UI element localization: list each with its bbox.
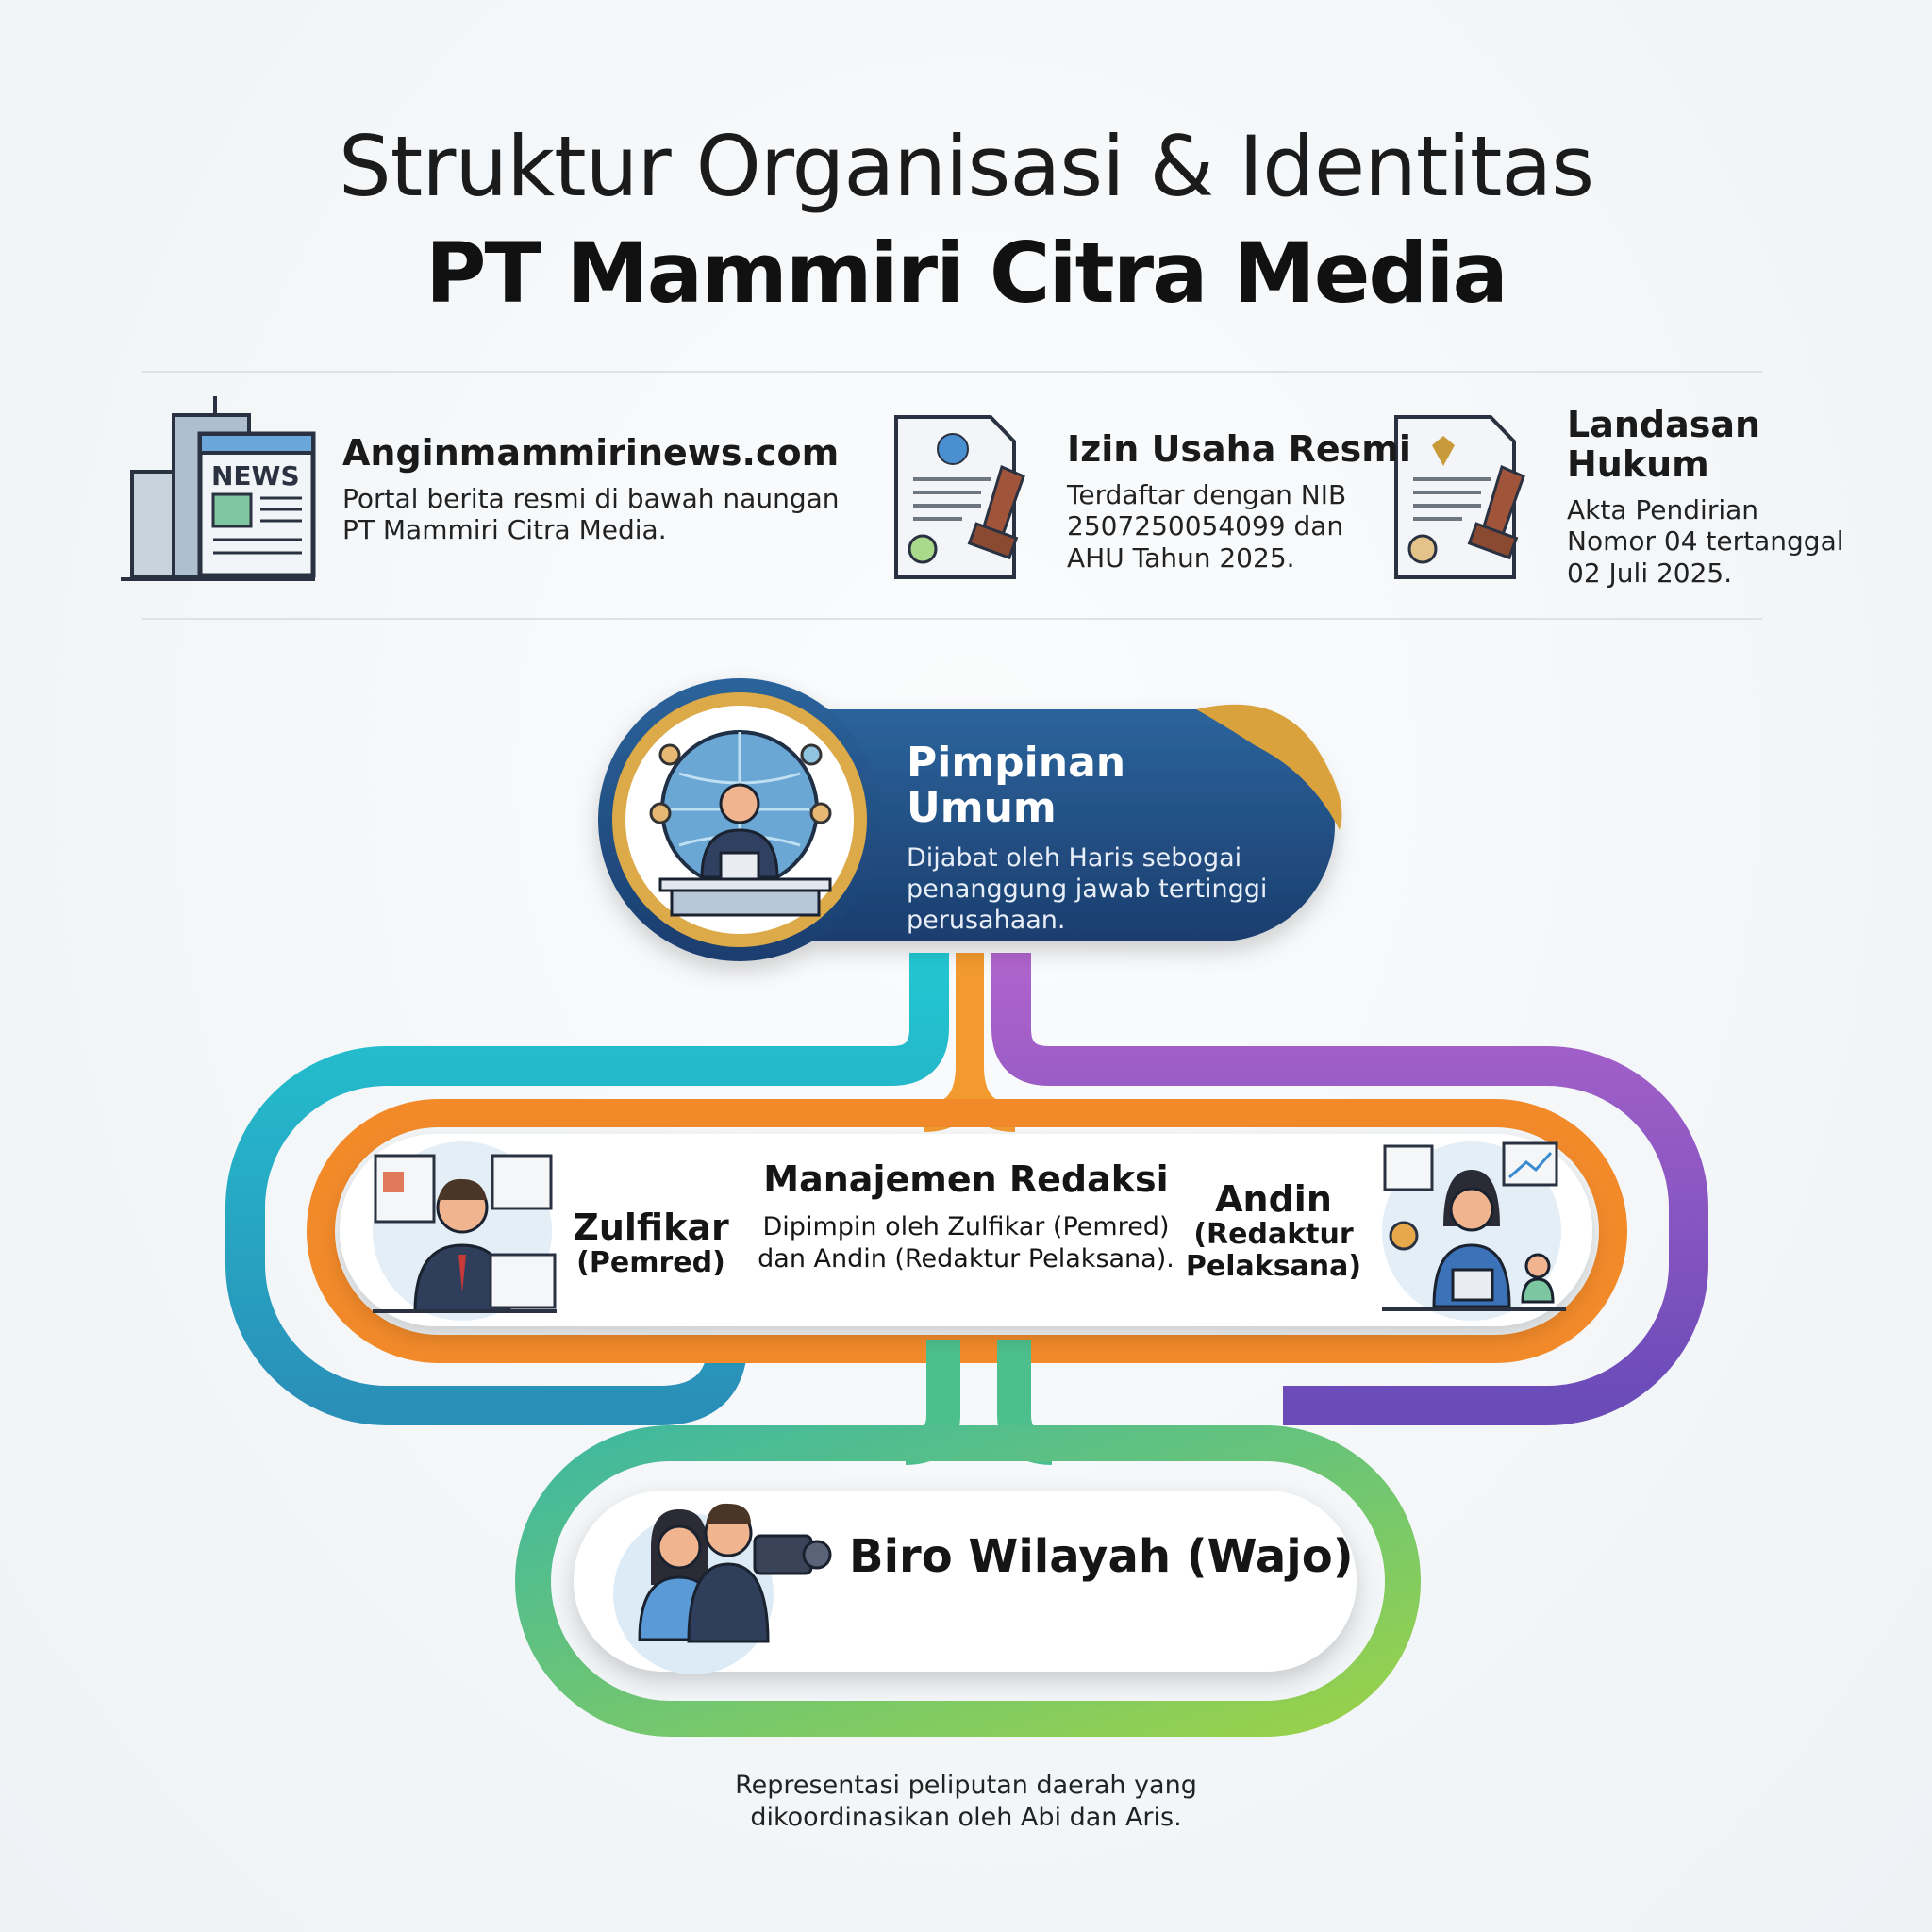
pemred-name: Zulfikar — [573, 1207, 729, 1248]
pimpinan-title: Pimpinan Umum — [907, 741, 1267, 830]
regional-bureau-reporters-icon — [613, 1503, 832, 1674]
connector-green-loop — [515, 1425, 1421, 1737]
identity-legal: Landasan Hukum Akta Pendirian Nomor 04 t… — [1567, 404, 1844, 590]
certificate-stamp-icon — [894, 415, 1025, 579]
redpel-name: Andin — [1215, 1178, 1332, 1220]
pemred-role: (Pemred) — [576, 1245, 725, 1279]
footer-line: dikoordinasikan oleh Abi dan Aris. — [750, 1802, 1182, 1832]
license-title: Izin Usaha Resmi — [1067, 428, 1411, 470]
footer-line: Representasi peliputan daerah yang — [735, 1771, 1197, 1800]
desc-line: 2507250054099 dan — [1067, 510, 1344, 542]
desc-line: Terdaftar dengan NIB — [1067, 478, 1347, 510]
desc-line: Dipimpin oleh Zulfikar (Pemred) — [762, 1212, 1170, 1241]
pimpinan-card: Pimpinan Umum Dijabat oleh Haris sebogai… — [907, 741, 1267, 937]
license-desc: Terdaftar dengan NIB 2507250054099 dan A… — [1067, 479, 1411, 575]
redpel-role-line: (Redaktur — [1193, 1217, 1354, 1251]
desc-line: Nomor 04 tertanggal — [1567, 525, 1844, 558]
desc-line: Dijabat oleh Haris sebogai — [907, 843, 1242, 874]
footer-note: Representasi peliputan daerah yang dikoo… — [0, 1770, 1932, 1834]
desc-line: AHU Tahun 2025. — [1067, 541, 1295, 574]
news-icon-label: NEWS — [211, 460, 300, 491]
redaksi-title: Manajemen Redaksi — [763, 1158, 1169, 1200]
title-line: Landasan — [1567, 404, 1761, 445]
portal-desc: Portal berita resmi di bawah naungan PT … — [342, 483, 840, 546]
desc-line: perusahaan. — [907, 905, 1066, 935]
identity-portal: Anginmammirinews.com Portal berita resmi… — [342, 432, 840, 546]
desc-line: PT Mammiri Citra Media. — [342, 514, 667, 546]
connector-teal — [225, 953, 949, 1425]
portal-title: Anginmammirinews.com — [342, 432, 840, 474]
managing-editor-avatar-icon — [1382, 1141, 1566, 1321]
title-line: Umum — [907, 783, 1057, 832]
desc-line: penanggung jawab tertinggi — [907, 874, 1268, 904]
connector-purple — [991, 953, 1708, 1425]
pemred-label: Zulfikar (Pemred) — [566, 1207, 736, 1279]
gold-ribbon-corner — [1196, 704, 1342, 830]
title-line: Pimpinan — [907, 739, 1126, 787]
identity-license: Izin Usaha Resmi Terdaftar dengan NIB 25… — [1067, 428, 1411, 575]
redaksi-card: Manajemen Redaksi Dipimpin oleh Zulfikar… — [740, 1158, 1192, 1275]
page-title: Struktur Organisasi & Identitas — [338, 118, 1594, 215]
redpel-role-line: Pelaksana) — [1185, 1250, 1362, 1284]
editor-in-chief-avatar-icon — [373, 1141, 557, 1321]
redaksi-desc: Dipimpin oleh Zulfikar (Pemred) dan Andi… — [740, 1211, 1192, 1275]
title-line: Hukum — [1567, 442, 1709, 485]
desc-line: Portal berita resmi di bawah naungan — [342, 482, 840, 514]
legal-title: Landasan Hukum — [1567, 404, 1844, 485]
desc-line: dan Andin (Redaktur Pelaksana). — [758, 1243, 1174, 1274]
biro-title: Biro Wilayah (Wajo) — [849, 1530, 1354, 1583]
leader-avatar-icon — [649, 730, 832, 917]
legal-document-stamp-icon — [1394, 415, 1525, 579]
pimpinan-desc: Dijabat oleh Haris sebogai penanggung ja… — [907, 843, 1267, 937]
legal-desc: Akta Pendirian Nomor 04 tertanggal 02 Ju… — [1567, 494, 1844, 590]
redaksi-card-bg — [340, 1134, 1592, 1326]
redpel-label: Andin (Redaktur Pelaksana) — [1179, 1178, 1368, 1284]
desc-line: Akta Pendirian — [1567, 493, 1759, 525]
connector-orange-ring — [307, 1099, 1627, 1363]
desc-line: 02 Juli 2025. — [1567, 557, 1733, 589]
company-name: PT Mammiri Citra Media — [425, 225, 1508, 322]
news-building-icon: NEWS — [121, 396, 316, 581]
